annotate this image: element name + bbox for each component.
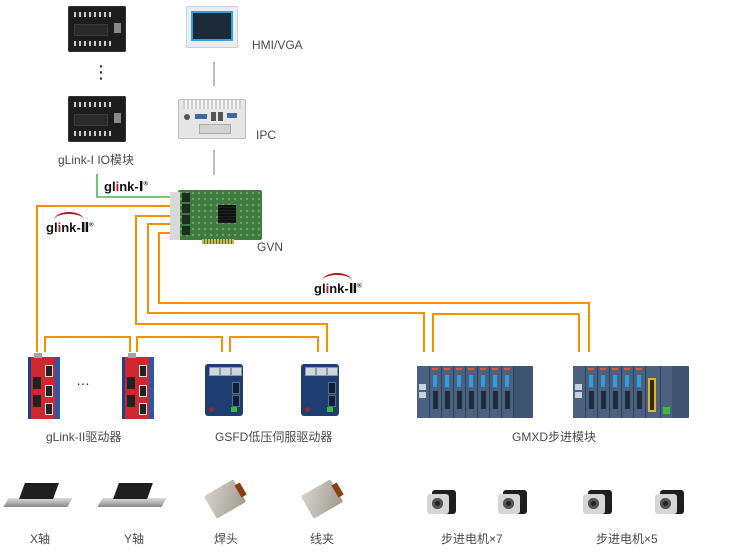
glink2-logo-center: glink-Ⅱ® bbox=[314, 273, 362, 297]
y-axis-linear-motor bbox=[97, 483, 167, 507]
glink1-bus-line bbox=[96, 174, 176, 198]
hmi-label: HMI/VGA bbox=[252, 38, 303, 52]
x-axis-linear-motor bbox=[3, 483, 73, 507]
stepper-motor-group2-label: 步进电机×5 bbox=[596, 532, 658, 546]
gsfd-drive-1 bbox=[205, 364, 243, 416]
io-module-label: gLink-I IO模块 bbox=[58, 153, 135, 167]
stepper-motor-group2-a bbox=[583, 490, 612, 514]
gvn-motion-card bbox=[170, 190, 262, 244]
glink2-driver-1 bbox=[28, 353, 60, 419]
wire-clamp-label: 线夹 bbox=[310, 532, 335, 546]
gmxd-stepper-module-2 bbox=[573, 366, 689, 418]
glink2-line-gsfd bbox=[135, 215, 328, 352]
ipc-computer bbox=[178, 99, 246, 139]
glink2-line-gmxd2 bbox=[158, 232, 590, 352]
hmi-display bbox=[186, 6, 238, 48]
stepper-motor-group1-b bbox=[498, 490, 527, 514]
io-module-top bbox=[68, 6, 126, 52]
glink2-logo-left: glink-Ⅱ® bbox=[46, 212, 94, 236]
welding-head-label: 焊头 bbox=[214, 532, 239, 546]
glink2-line-gmxd1 bbox=[147, 223, 425, 352]
stepper-motor-group1-a bbox=[427, 490, 456, 514]
y-axis-label: Y轴 bbox=[124, 532, 145, 546]
gmxd-stepper-label: GMXD步进模块 bbox=[512, 430, 597, 444]
glink2-driver-label: gLink-II驱动器 bbox=[46, 430, 122, 444]
daisy-drv2-gsfd1 bbox=[136, 336, 223, 352]
glink2-line-drivers bbox=[36, 205, 174, 352]
ipc-label: IPC bbox=[256, 128, 277, 142]
daisy-gmxd1-gmxd2 bbox=[432, 313, 580, 352]
gmxd-stepper-module-1 bbox=[417, 366, 533, 418]
io-module-bottom bbox=[68, 96, 126, 142]
gvn-label: GVN bbox=[257, 240, 284, 254]
glink1-logo: glink-Ⅰ® bbox=[104, 179, 148, 194]
driver-ellipsis: … bbox=[76, 372, 92, 388]
gsfd-drive-label: GSFD低压伺服驱动器 bbox=[215, 430, 333, 444]
gsfd-drive-2 bbox=[301, 364, 339, 416]
vertical-ellipsis: ⋮ bbox=[92, 62, 112, 82]
stepper-motor-group1-label: 步进电机×7 bbox=[441, 532, 503, 546]
daisy-gsfd1-gsfd2 bbox=[229, 336, 319, 352]
stepper-motor-group2-b bbox=[655, 490, 684, 514]
x-axis-label: X轴 bbox=[30, 532, 51, 546]
glink2-driver-2 bbox=[122, 353, 154, 419]
daisy-drv1-drv2 bbox=[44, 336, 131, 352]
